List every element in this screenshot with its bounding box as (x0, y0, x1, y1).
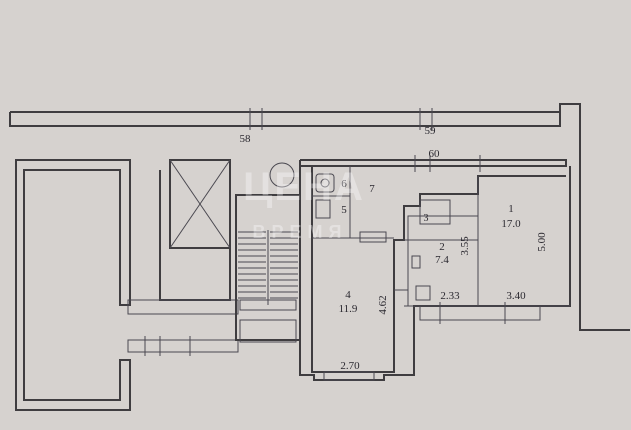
stove-icon (415, 285, 431, 301)
dimension-3-40: 3.40 (506, 290, 526, 302)
apartment-outline (299, 160, 571, 381)
room-1-area: 17.0 (501, 218, 521, 230)
toilet-icon (315, 173, 335, 193)
dimension-4-62: 4.62 (377, 295, 389, 314)
dimension-5-00: 5.00 (536, 232, 548, 252)
top-corridor (9, 103, 630, 331)
room-2-number: 2 (439, 241, 445, 253)
dimension-2-70: 2.70 (340, 360, 360, 372)
left-block (15, 159, 239, 411)
corridor-label-60: 60 (429, 148, 441, 160)
room-6-number: 6 (341, 178, 347, 190)
round-column (269, 162, 295, 188)
room-5-number: 5 (341, 204, 347, 216)
watermark-line-2: ВРЕМЯ (253, 222, 348, 242)
room-2-area: 7.4 (435, 254, 449, 266)
room-7-number: 7 (369, 183, 375, 195)
room-3-number: 3 (424, 213, 429, 224)
corridor-label-59: 59 (425, 125, 437, 137)
inner-corridor (300, 155, 567, 172)
sink-icon (315, 199, 331, 219)
room-4-area: 11.9 (339, 303, 358, 315)
fixtures (315, 173, 431, 301)
dimension-2-33: 2.33 (440, 290, 460, 302)
corridor-label-58: 58 (240, 133, 252, 145)
stairwell (235, 194, 301, 343)
room-1-number: 1 (508, 203, 514, 215)
watermark-line-1: ЦЕНА (243, 165, 365, 209)
kitchen-sink-icon (411, 255, 421, 269)
room-4-number: 4 (345, 289, 351, 301)
dimension-3-55: 3.55 (459, 236, 471, 256)
